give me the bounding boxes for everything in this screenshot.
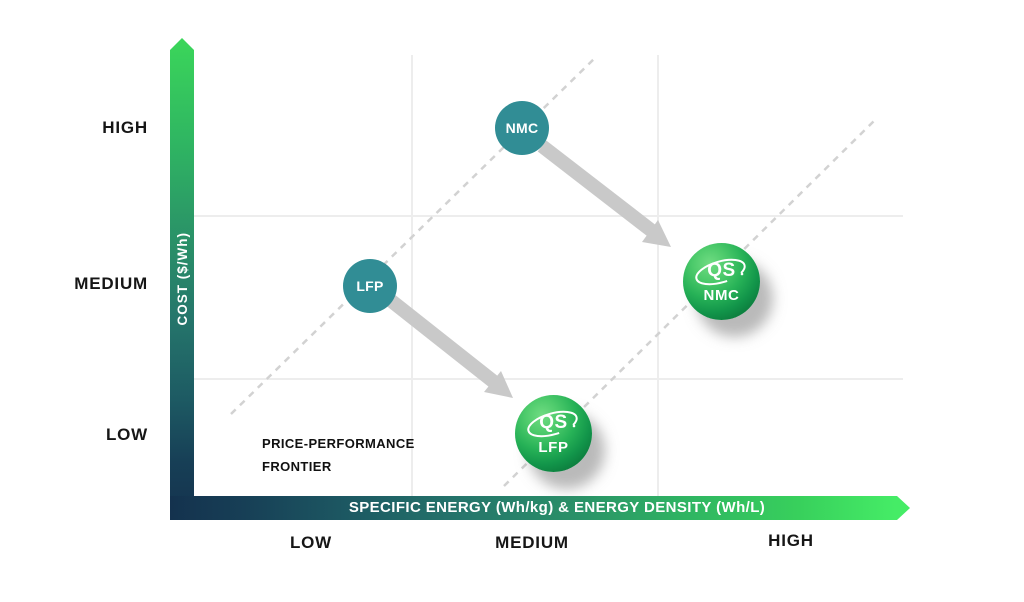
qs-nmc-label: NMC [703, 287, 740, 304]
data-point-qs-nmc: QS NMC [683, 243, 760, 320]
x-tick-medium: MEDIUM [495, 533, 569, 552]
x-axis-bar: SPECIFIC ENERGY (Wh/kg) & ENERGY DENSITY… [170, 496, 910, 520]
qs-lfp-label: LFP [538, 439, 569, 456]
y-tick-high: HIGH [102, 118, 148, 137]
transition-arrow-icon [384, 293, 513, 398]
y-axis-bar: COST ($/Wh) [170, 38, 194, 520]
x-tick-high: HIGH [768, 531, 814, 550]
data-point-nmc: NMC [495, 101, 549, 155]
lfp-label: LFP [356, 278, 384, 294]
y-tick-low: LOW [105, 425, 148, 444]
data-point-qs-lfp: QS LFP [515, 395, 592, 472]
x-axis-label: SPECIFIC ENERGY (Wh/kg) & ENERGY DENSITY… [348, 499, 766, 516]
x-tick-low: LOW [289, 533, 333, 552]
y-tick-medium: MEDIUM [74, 274, 148, 293]
vertical-gridline [657, 55, 659, 496]
qs-logo-text: QS [539, 412, 568, 433]
qs-logo-text: QS [707, 260, 736, 281]
transition-arrow-icon [537, 140, 671, 247]
horizontal-gridline [194, 378, 903, 380]
y-axis-label: COST ($/Wh) [174, 232, 190, 326]
qs-orbit-icon [527, 410, 578, 438]
vertical-gridline [411, 55, 413, 496]
nmc-label: NMC [505, 120, 539, 136]
frontier-annotation-line2: FRONTIER [262, 459, 332, 474]
data-point-lfp: LFP [343, 259, 397, 313]
frontier-annotation-line1: PRICE-PERFORMANCE [262, 436, 415, 451]
frontier-annotation: PRICE-PERFORMANCE FRONTIER [262, 432, 415, 478]
horizontal-gridline [194, 215, 903, 217]
qs-orbit-icon [695, 258, 746, 286]
